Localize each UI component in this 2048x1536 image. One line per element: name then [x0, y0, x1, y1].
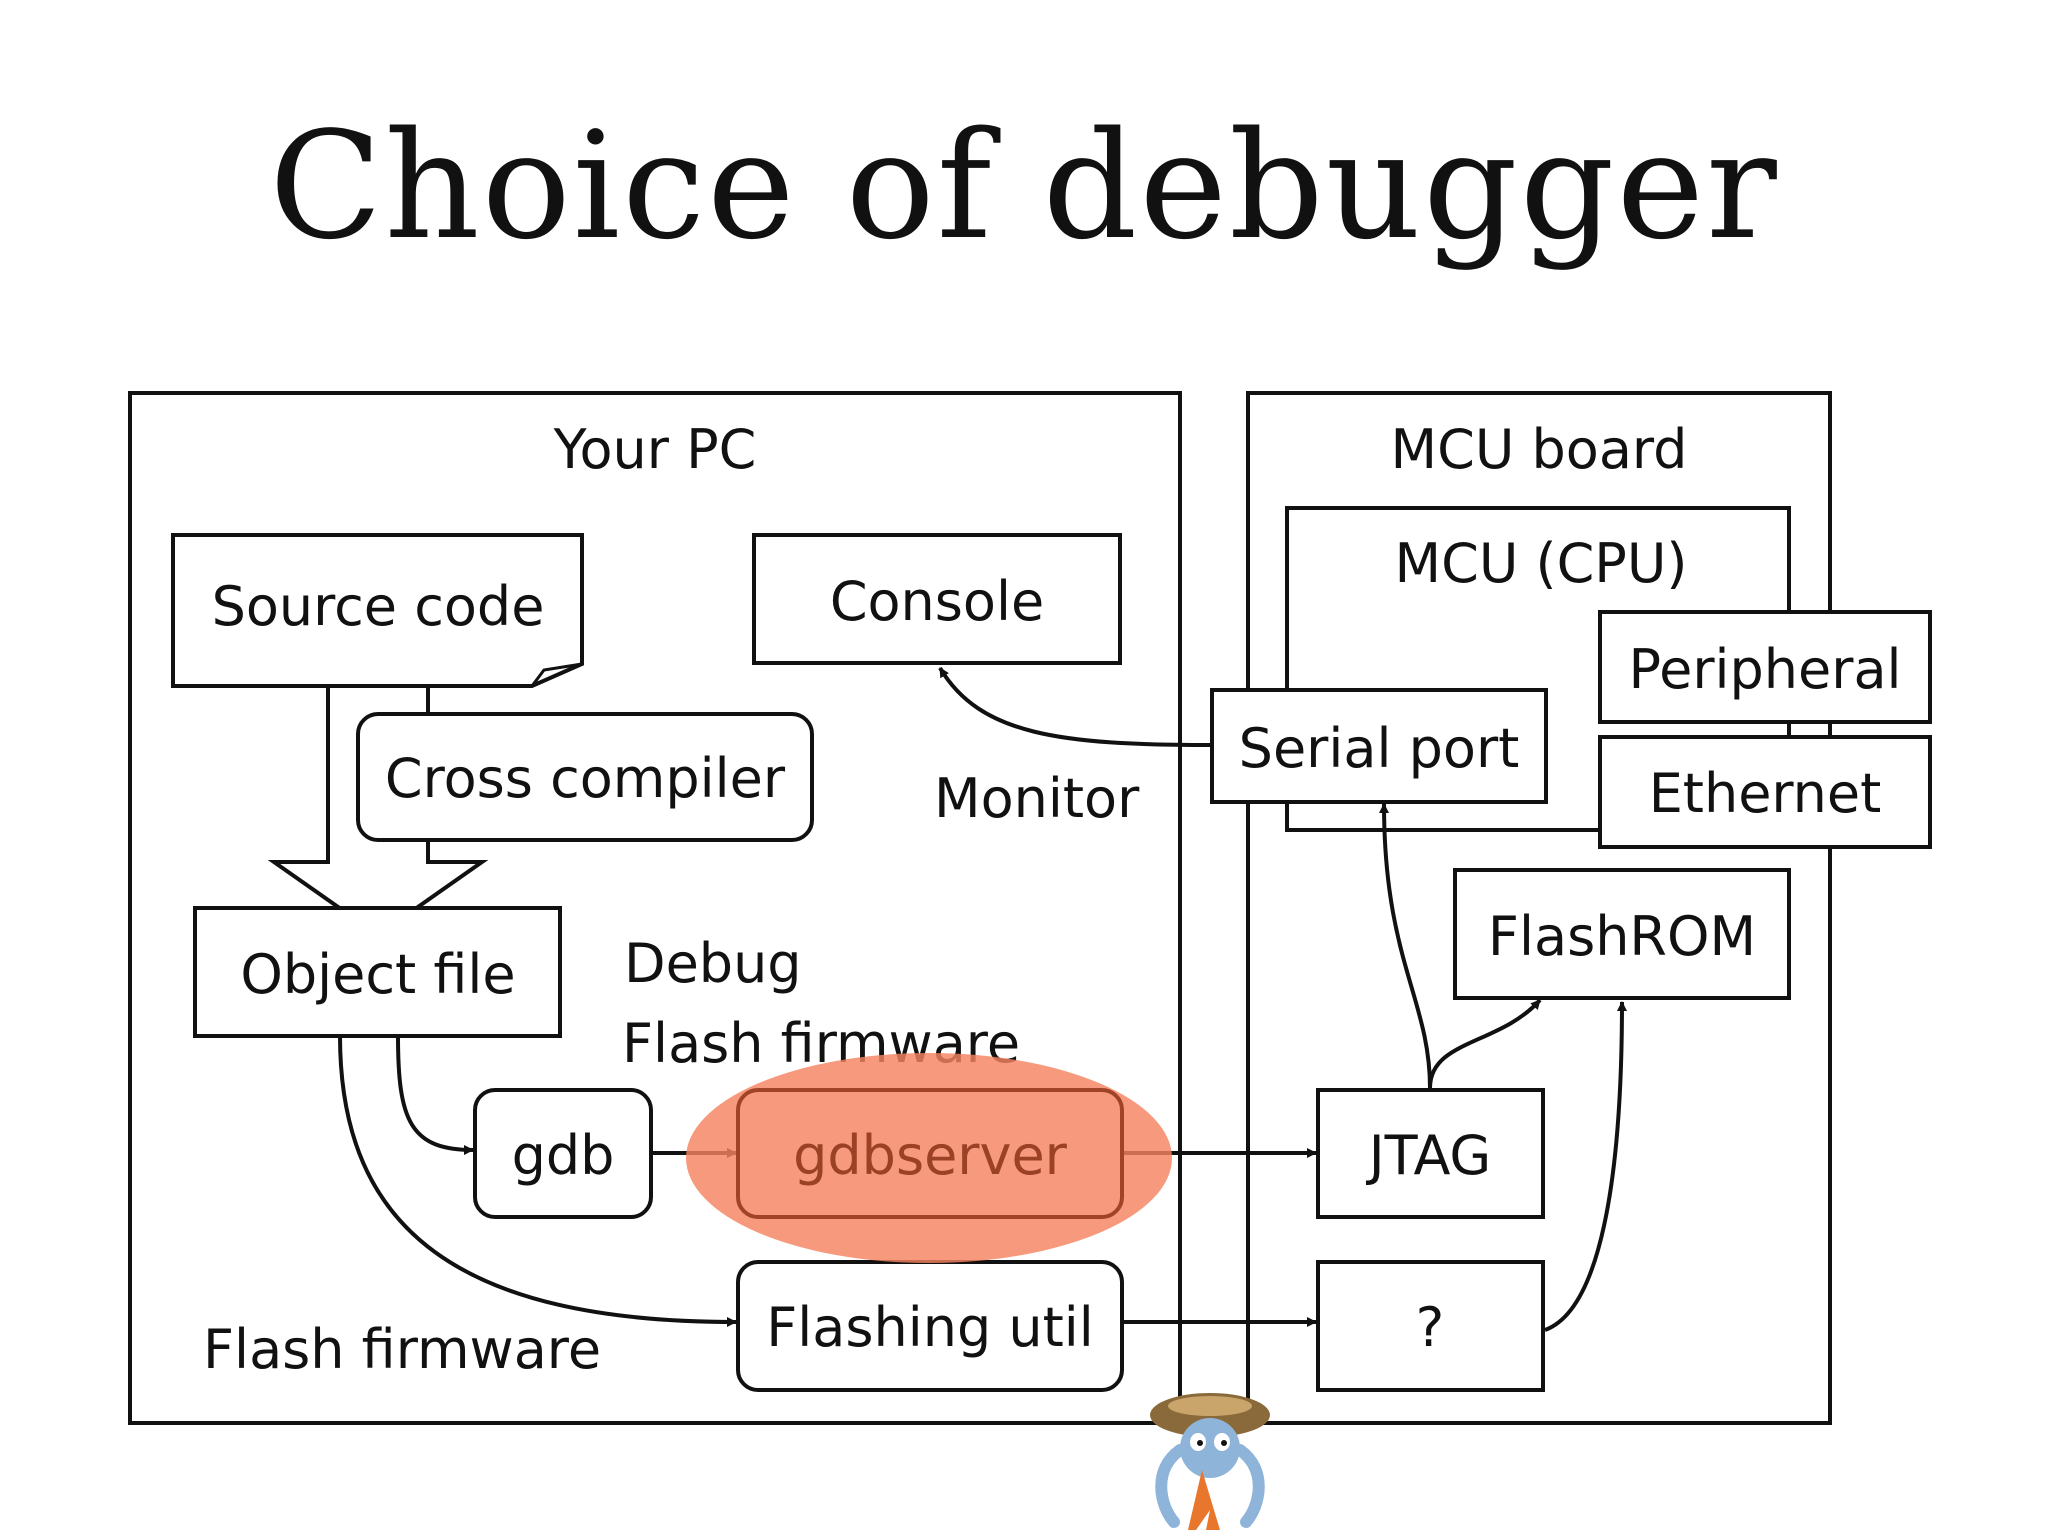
debug-label: Debug	[624, 932, 802, 995]
objfile-to-flashing-util-arrow	[338, 1035, 737, 1327]
gdbserver-node	[736, 1088, 1124, 1219]
cross-compiler-node	[356, 712, 814, 842]
ethernet-label: Ethernet	[1649, 762, 1882, 825]
ethernet-node	[1598, 735, 1932, 849]
console-label: Console	[830, 570, 1044, 633]
flashrom-label: FlashROM	[1488, 905, 1756, 968]
monitor-label: Monitor	[934, 767, 1140, 830]
flashrom-node	[1453, 868, 1791, 1000]
cross-compiler-label: Cross compiler	[385, 747, 786, 810]
objfile-to-gdb-arrow	[396, 1035, 474, 1155]
peripheral-node	[1598, 610, 1932, 724]
flashing-util-label: Flashing util	[766, 1296, 1094, 1359]
unknown-interface-node	[1316, 1260, 1545, 1392]
unknown-interface-label: ?	[1416, 1296, 1445, 1359]
source-code-node	[171, 533, 584, 688]
turtle-mascot-icon	[1150, 1393, 1270, 1530]
mcu-board-label: MCU board	[1391, 418, 1688, 481]
unknown-to-flashrom-arrow	[1544, 1001, 1627, 1332]
peripheral-label: Peripheral	[1628, 638, 1901, 701]
pc-region-label: Your PC	[553, 418, 757, 481]
console-node	[752, 533, 1122, 665]
jtag-label: JTAG	[1366, 1124, 1492, 1187]
jtag-to-serial-port-arrow	[1379, 803, 1432, 1089]
serial-to-console-monitor-arrow	[938, 666, 1213, 747]
gdbserver-highlight	[686, 1053, 1172, 1263]
object-file-node	[193, 906, 562, 1038]
gdb-label: gdb	[512, 1124, 615, 1187]
mcu-board-region	[1246, 391, 1832, 1425]
jtag-to-flashrom-arrow	[1428, 998, 1542, 1089]
pc-region	[128, 391, 1182, 1425]
mcu-cpu-label: MCU (CPU)	[1395, 532, 1688, 595]
serial-port-label: Serial port	[1239, 717, 1520, 780]
page-title: Choice of debugger	[269, 100, 1779, 272]
object-file-label: Object file	[240, 943, 515, 1006]
gdbserver-label: gdbserver	[793, 1124, 1068, 1187]
source-code-fold	[530, 662, 583, 687]
source-code-label: Source code	[212, 575, 545, 638]
jtag-node	[1316, 1088, 1545, 1219]
flash-firmware-label: Flash firmware	[203, 1318, 601, 1381]
